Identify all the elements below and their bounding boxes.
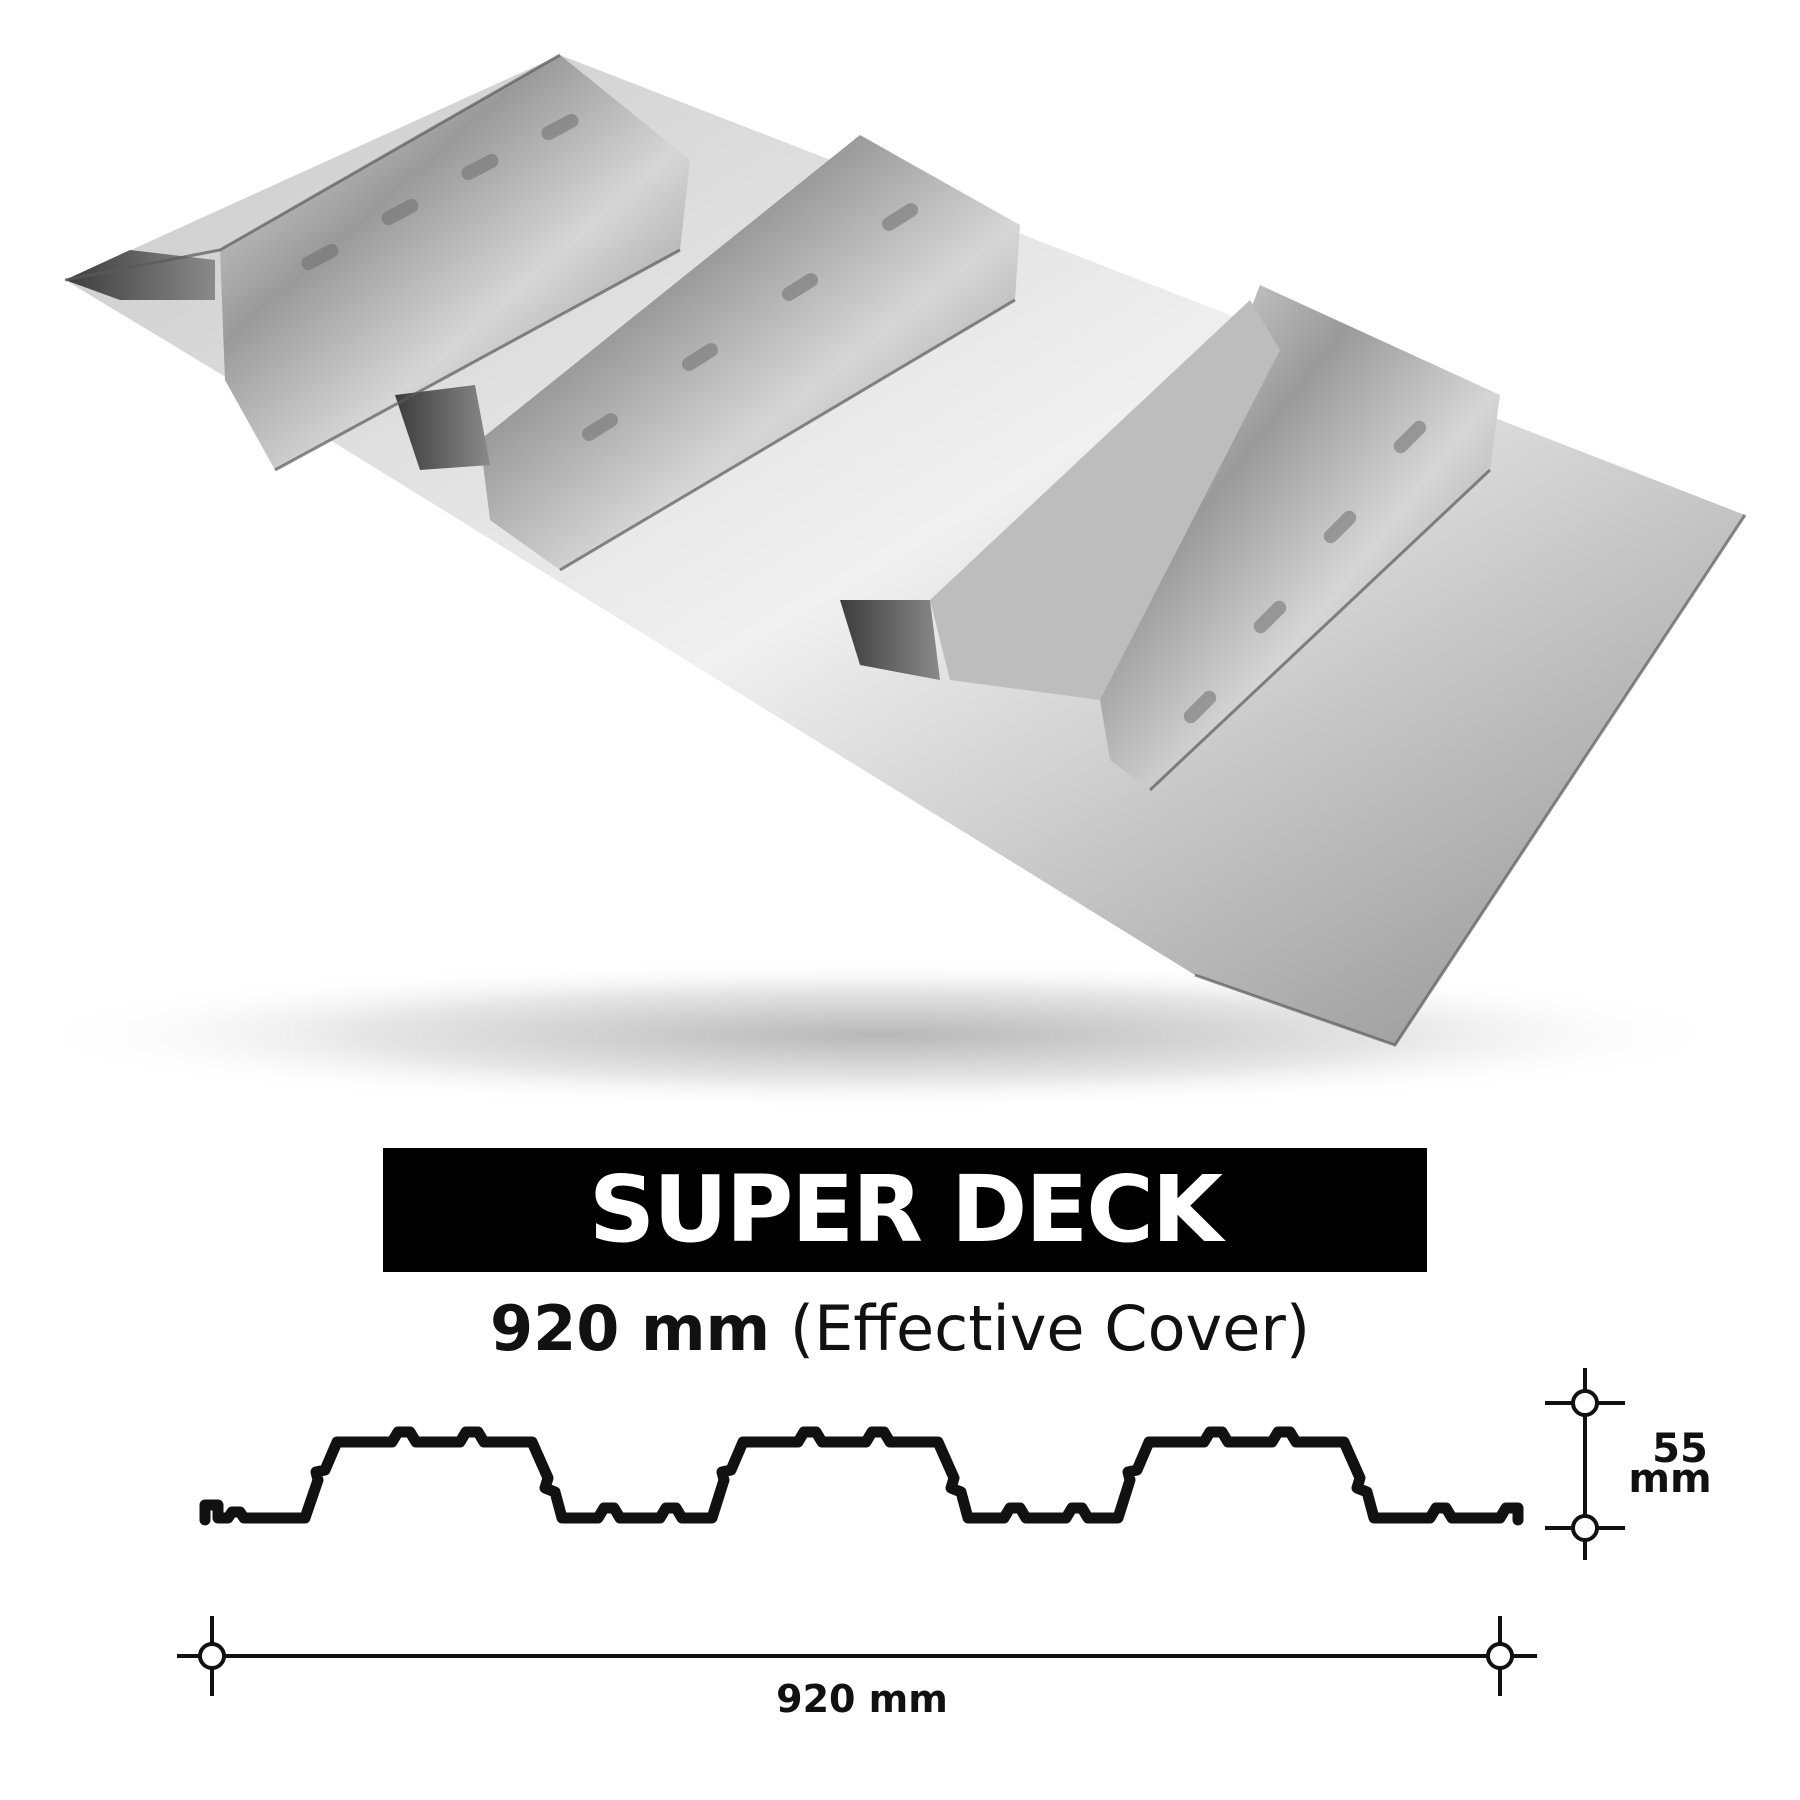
rib-3 — [1100, 285, 1500, 790]
height-unit: mm — [1628, 1456, 1711, 1502]
floor-shadow — [20, 960, 1740, 1110]
effective-cover-note: (Effective Cover) — [789, 1292, 1311, 1365]
height-value: 55 — [1652, 1426, 1708, 1472]
width-dimension — [177, 1616, 1537, 1696]
height-dimension — [1545, 1368, 1625, 1560]
deck-profile — [199, 1426, 1524, 1526]
embossments — [301, 113, 1427, 724]
width-label: 920 mm — [776, 1677, 948, 1721]
valley-2 — [395, 385, 490, 470]
profile-diagram: 55 mm 920 mm — [177, 1368, 1712, 1721]
valley-1 — [65, 250, 215, 300]
effective-cover-line: 920 mm (Effective Cover) — [0, 1292, 1800, 1365]
product-title: SUPER DECK — [588, 1156, 1223, 1263]
rib-4 — [930, 300, 1280, 700]
deck-sheet-photo — [20, 53, 1747, 1110]
height-top-node — [1571, 1389, 1599, 1417]
width-right-node — [1486, 1642, 1514, 1670]
title-banner: SUPER DECK — [383, 1148, 1427, 1272]
width-left-node — [198, 1642, 226, 1670]
rib-1 — [220, 55, 690, 470]
rib-edges — [64, 53, 1747, 1047]
height-bottom-node — [1571, 1514, 1599, 1542]
effective-cover-value: 920 mm — [489, 1292, 771, 1365]
rib-2 — [480, 135, 1020, 570]
valley-3 — [840, 600, 940, 680]
